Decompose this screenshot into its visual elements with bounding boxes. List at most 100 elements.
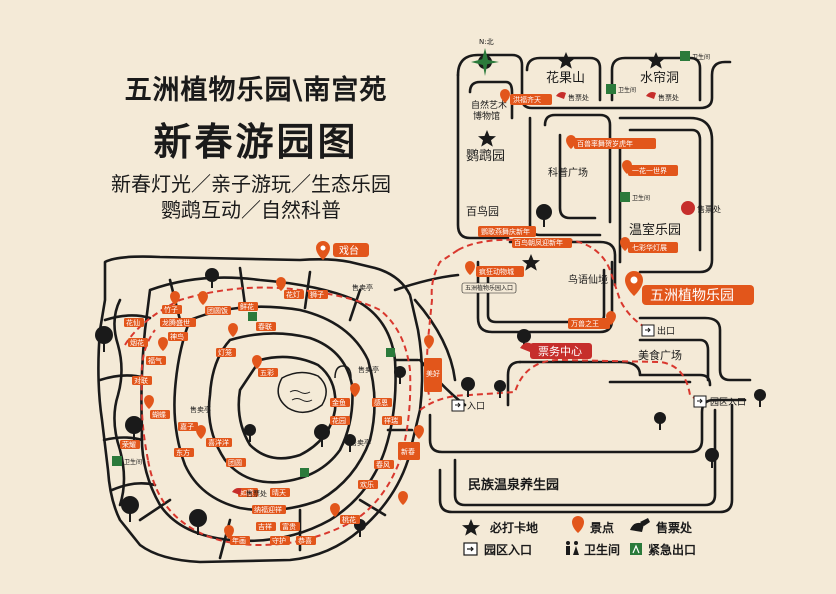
entry-marker[interactable]: 入口 (451, 399, 485, 412)
tag-nianhua[interactable]: 年画 (230, 536, 250, 545)
pin-icon[interactable] (228, 323, 238, 337)
tag-huaxian[interactable]: 花仙 (124, 318, 144, 327)
tag-nahe[interactable]: 纳福迎祥 (252, 505, 286, 514)
park-entry-marker[interactable]: 园区入口 (693, 395, 746, 408)
toilet-marker[interactable] (300, 468, 309, 477)
tree-icon (189, 509, 207, 535)
pin-icon[interactable] (144, 395, 154, 409)
tag-dongfang[interactable]: 东方 (174, 448, 194, 457)
tag-qingtian[interactable]: 晴天 (270, 488, 290, 497)
toilet-marker[interactable]: 卫生间 (620, 192, 650, 202)
pin-icon[interactable] (330, 503, 340, 517)
pin-icon[interactable] (500, 89, 510, 103)
toilet-marker[interactable]: 卫生间 (606, 84, 636, 94)
svg-text:晴天: 晴天 (272, 488, 286, 497)
svg-text:售票处: 售票处 (697, 204, 721, 214)
tag-shizi[interactable]: 狮子 (308, 290, 328, 299)
toilet-marker[interactable] (248, 312, 257, 321)
tag-chunfeng[interactable]: 春风 (374, 460, 394, 469)
tree-icon (461, 377, 475, 397)
pin-icon[interactable] (606, 311, 616, 325)
tag-zhuzi[interactable]: 竹子 (162, 305, 182, 314)
label-huaguoshan: 花果山 (546, 70, 585, 86)
tag-huayuan[interactable]: 花园 (330, 416, 350, 425)
tag-hudie[interactable]: 蝴蝶 (150, 410, 170, 419)
ticket-office[interactable]: 售票处 (646, 92, 679, 102)
legend-wc-icon (566, 541, 579, 555)
toilet-marker[interactable] (386, 348, 395, 357)
label-shoumaiting-3: 售卖亭 (358, 365, 379, 374)
pin-icon[interactable] (465, 261, 475, 275)
pin-icon[interactable] (424, 335, 434, 349)
tag-xianhua[interactable]: 鲜花 (238, 302, 258, 311)
svg-text:卫生间: 卫生间 (692, 53, 710, 61)
tag-yanhua[interactable]: 烟花 (128, 338, 148, 347)
tag-yihua[interactable]: 一花一世界 (628, 165, 678, 176)
tag-chunlian[interactable]: 春联 (256, 322, 276, 331)
pin-icon[interactable] (398, 491, 408, 505)
tag-fugui[interactable]: 富贵 (280, 522, 300, 531)
svg-text:东方: 东方 (176, 448, 190, 457)
tree-icon (95, 326, 113, 352)
tag-shouhu[interactable]: 守护 (270, 536, 290, 545)
tag-longteng[interactable]: 龙腾盛世 (160, 318, 196, 327)
tag-xiyang[interactable]: 喜洋洋 (206, 438, 232, 447)
xitai-pin[interactable]: 戏台 (316, 241, 369, 260)
exit-marker[interactable]: 出口 (641, 324, 675, 337)
label-wenquan: 民族温泉养生园 (468, 477, 559, 493)
tag-qicai[interactable]: 七彩华灯展 (628, 242, 678, 253)
tag-ganen[interactable]: 感恩 (372, 398, 392, 407)
tag-tuanyuanfan[interactable]: 团圆饭 (205, 306, 231, 315)
tag-gongxi[interactable]: 恭喜 (296, 536, 316, 545)
pin-icon[interactable] (196, 425, 206, 439)
tag-baiyi[interactable]: 百鸟朝凤迎新年 (512, 238, 572, 248)
tag-tuanyuan[interactable]: 团圆 (226, 458, 246, 467)
pin-icon[interactable] (622, 160, 632, 174)
pin-icon[interactable] (414, 425, 424, 439)
ticket-office[interactable]: 售票处 (556, 92, 589, 102)
tag-xinchun[interactable]: 新春 (398, 442, 420, 460)
tag-taohua[interactable]: 桃花 (340, 515, 360, 524)
tag-ruyi[interactable]: 如意 (238, 488, 258, 497)
ticket-office[interactable]: 售票处 (681, 201, 721, 215)
tag-meihao[interactable]: 美好 (424, 358, 442, 392)
pin-icon[interactable] (566, 135, 576, 149)
tag-shenbao[interactable]: 神鸟 (168, 332, 188, 341)
ticket-center[interactable]: 票务中心 (520, 342, 592, 359)
svg-text:售票处: 售票处 (568, 93, 589, 102)
tag-huanle[interactable]: 欢乐 (358, 480, 378, 489)
tag-dongwucheng[interactable]: 疯狂动物城 (476, 266, 524, 277)
legend-must: 必打卡地 (489, 520, 538, 535)
ticket-office[interactable]: 售票处 (232, 488, 267, 498)
tag-rongyao[interactable]: 荣耀 (120, 440, 140, 449)
pin-icon[interactable] (224, 525, 234, 539)
tag-gate-entry[interactable]: 五洲植物乐园入口 (461, 282, 517, 294)
tag-fuqi[interactable]: 福气 (146, 356, 166, 365)
svg-text:花园: 花园 (332, 416, 346, 425)
pin-icon[interactable] (620, 237, 630, 251)
svg-text:万兽之王: 万兽之王 (571, 319, 599, 328)
toilet-marker[interactable]: 卫生间 (680, 51, 710, 61)
tag-hongfu[interactable]: 洪福齐天 (510, 94, 552, 105)
pin-icon[interactable] (198, 291, 208, 305)
tag-wanhua[interactable]: 万兽之王 (568, 318, 610, 329)
tag-yingge[interactable]: 鹦歌燕舞庆新年 (478, 226, 536, 237)
pin-icon[interactable] (276, 277, 286, 291)
pin-icon[interactable] (252, 355, 262, 369)
tag-jinyu[interactable]: 金鱼 (330, 398, 350, 407)
tag-wucai[interactable]: 五彩 (258, 368, 278, 377)
park-name-pin[interactable]: 五洲植物乐园 (625, 271, 754, 305)
tag-jixiang[interactable]: 吉祥 (256, 522, 276, 531)
tag-denglong[interactable]: 灯笼 (216, 348, 236, 357)
tag-baishou[interactable]: 百兽率舞贺岁虎年 (574, 138, 656, 149)
pin-icon[interactable] (170, 291, 180, 305)
pin-icon[interactable] (158, 337, 168, 351)
tag-jiazi[interactable]: 嘉子 (178, 422, 198, 431)
tree-icon (205, 268, 219, 288)
toilet-marker[interactable]: 卫生间 (112, 456, 142, 466)
west-spot-tags: 竹子 鲜花 狮子 花灯 龙腾盛世 花仙 神鸟 烟花 福气 春联 灯笼 五彩 对联… (120, 290, 442, 545)
pin-icon[interactable] (350, 383, 360, 397)
tag-huadeng[interactable]: 花灯 (284, 290, 304, 299)
tag-duilian[interactable]: 对联 (132, 376, 152, 385)
tag-xiangrui[interactable]: 祥瑞 (382, 416, 402, 425)
